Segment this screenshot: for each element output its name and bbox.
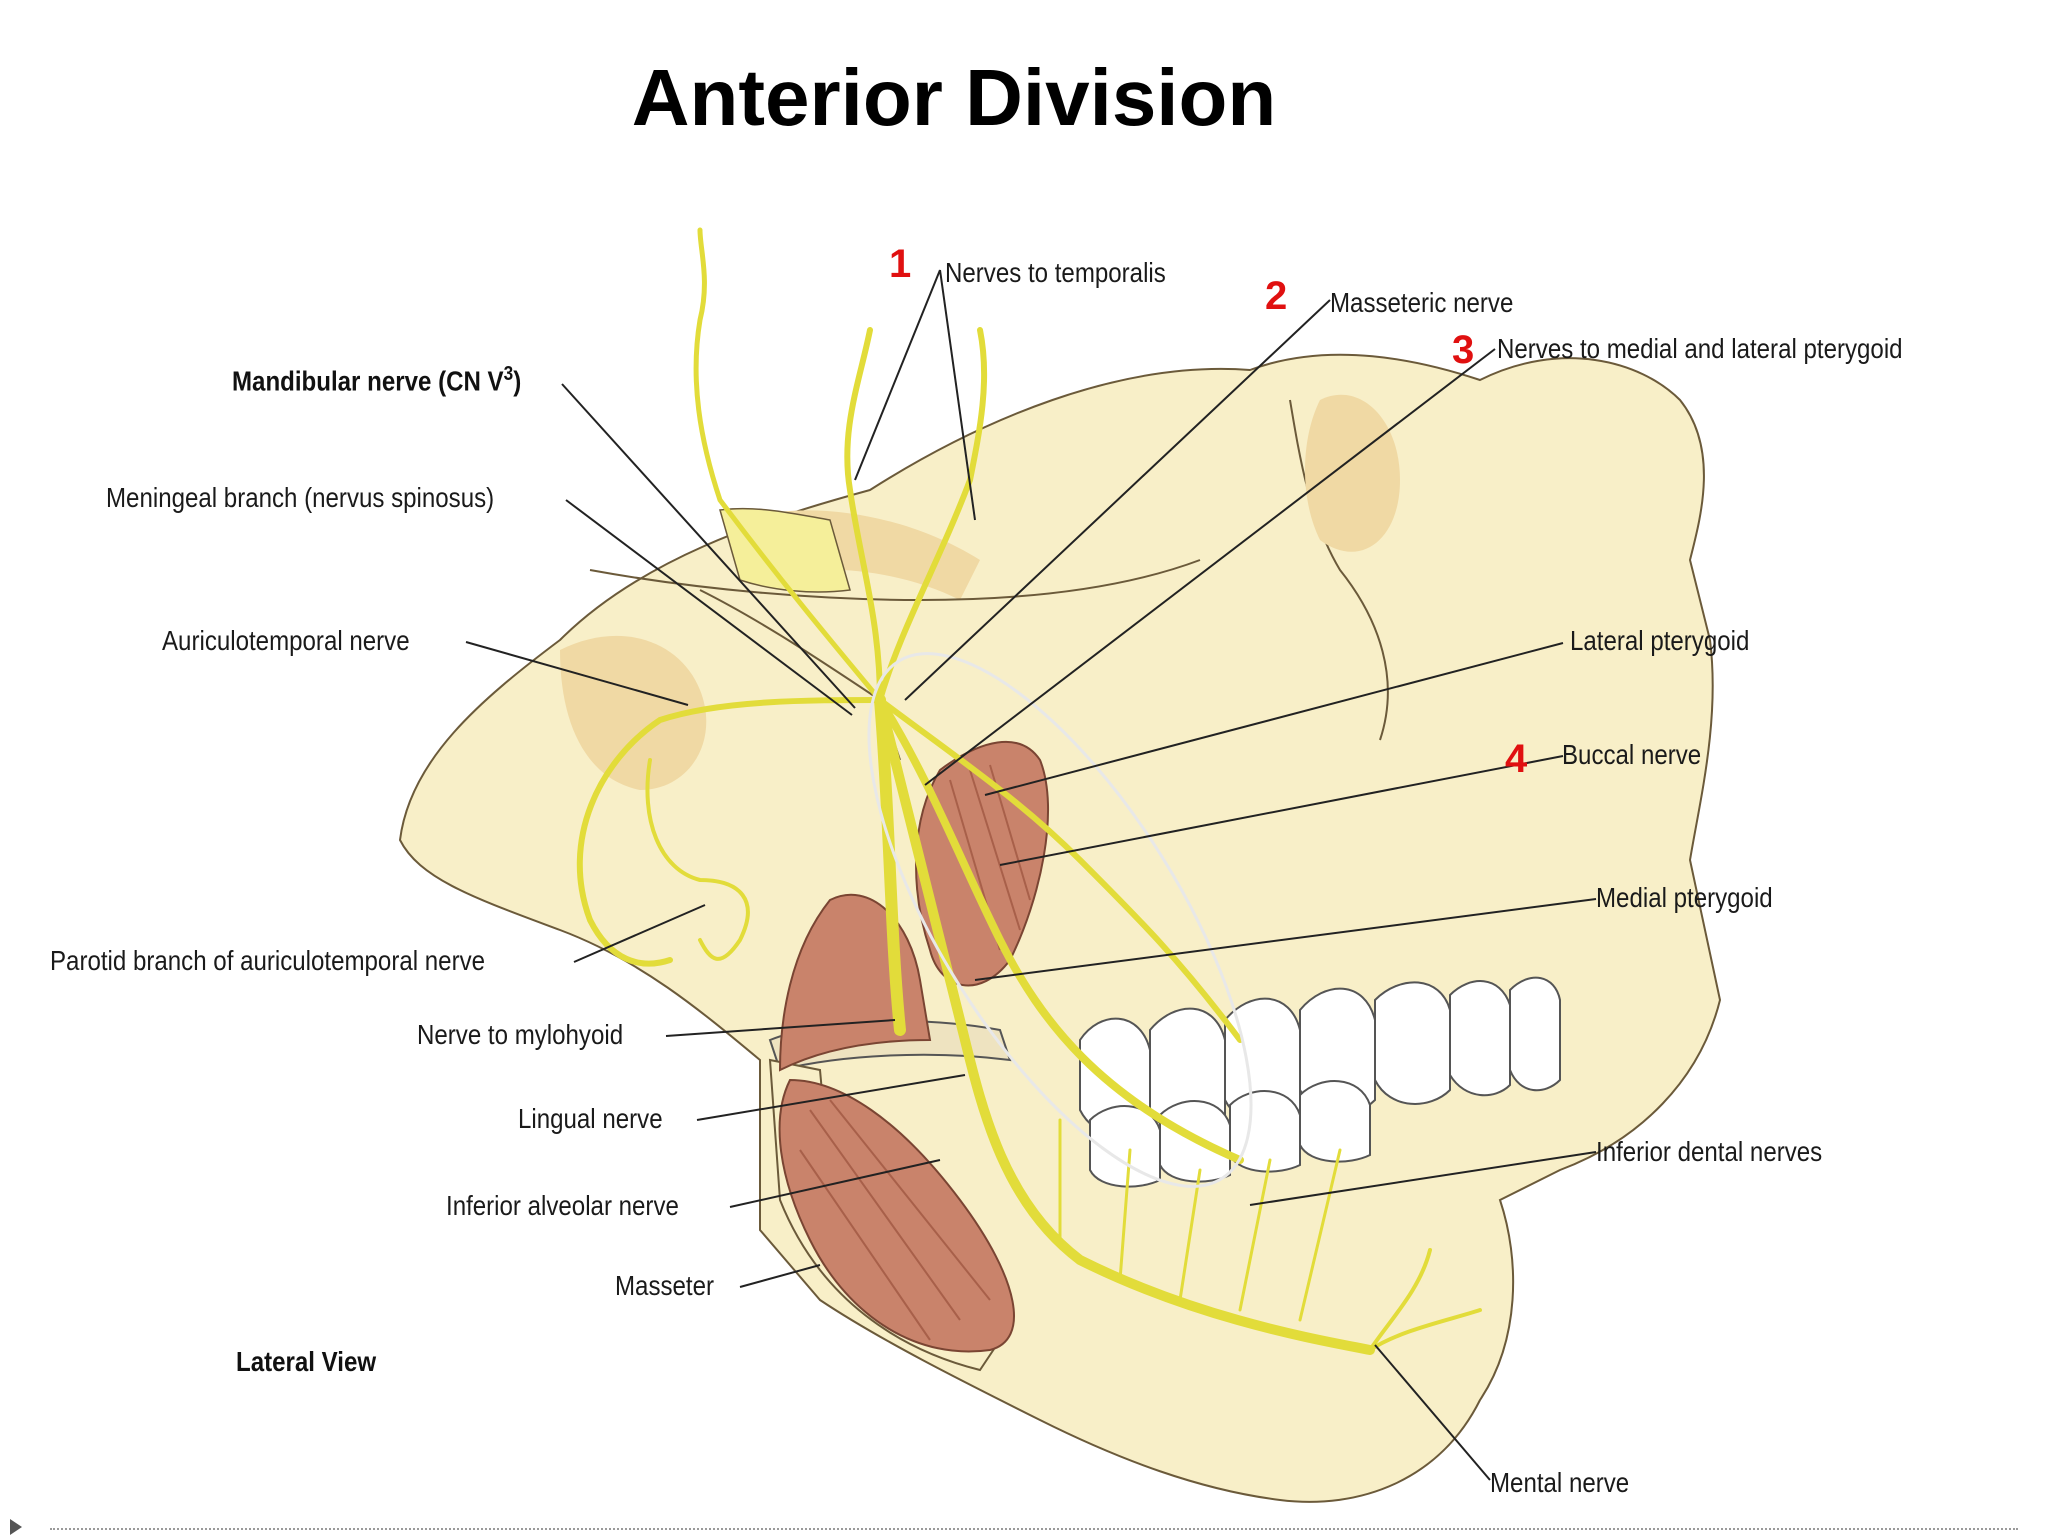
label-nerves-to-pterygoids: Nerves to medial and lateral pterygoid — [1497, 333, 1903, 364]
marker-1: 1 — [889, 242, 912, 286]
teeth — [1079, 976, 1561, 1188]
nerve-paths — [576, 227, 1482, 1355]
label-inferior-alveolar-nerve: Inferior alveolar nerve — [446, 1190, 679, 1221]
label-nerves-to-temporalis: Nerves to temporalis — [945, 257, 1166, 288]
label-mental-nerve: Mental nerve — [1490, 1467, 1630, 1498]
anterior-division-highlight — [867, 652, 1253, 1188]
label-masseter: Masseter — [615, 1270, 715, 1301]
label-mandibular-nerve-superscript: 3 — [503, 363, 514, 385]
label-meningeal-branch: Meningeal branch (nervus spinosus) — [106, 482, 495, 513]
label-masseteric-nerve: Masseteric nerve — [1330, 287, 1514, 318]
label-auriculotemporal-nerve: Auriculotemporal nerve — [162, 625, 410, 656]
label-nerve-to-mylohyoid: Nerve to mylohyoid — [417, 1019, 624, 1050]
label-buccal-nerve: Buccal nerve — [1562, 739, 1702, 770]
leader-lines — [465, 269, 1597, 1481]
label-mandibular-nerve-text: Mandibular nerve (CN V — [232, 365, 504, 397]
label-mandibular-nerve-close: ) — [513, 365, 522, 397]
footer-divider — [50, 1528, 2018, 1530]
skull-bone — [398, 353, 1722, 1503]
label-mandibular-nerve: Mandibular nerve (CN V3) — [232, 363, 521, 397]
label-parotid-branch: Parotid branch of auriculotemporal nerve — [50, 945, 486, 976]
label-lingual-nerve: Lingual nerve — [518, 1103, 663, 1134]
marker-3: 3 — [1452, 328, 1475, 372]
slide-title: Anterior Division — [631, 53, 1277, 142]
slide-marker-icon — [10, 1519, 22, 1535]
marker-2: 2 — [1265, 274, 1288, 318]
label-medial-pterygoid: Medial pterygoid — [1596, 882, 1773, 913]
label-inferior-dental-nerves: Inferior dental nerves — [1596, 1136, 1823, 1167]
marker-4: 4 — [1505, 737, 1528, 781]
label-lateral-view: Lateral View — [236, 1346, 377, 1377]
label-lateral-pterygoid: Lateral pterygoid — [1570, 625, 1750, 656]
